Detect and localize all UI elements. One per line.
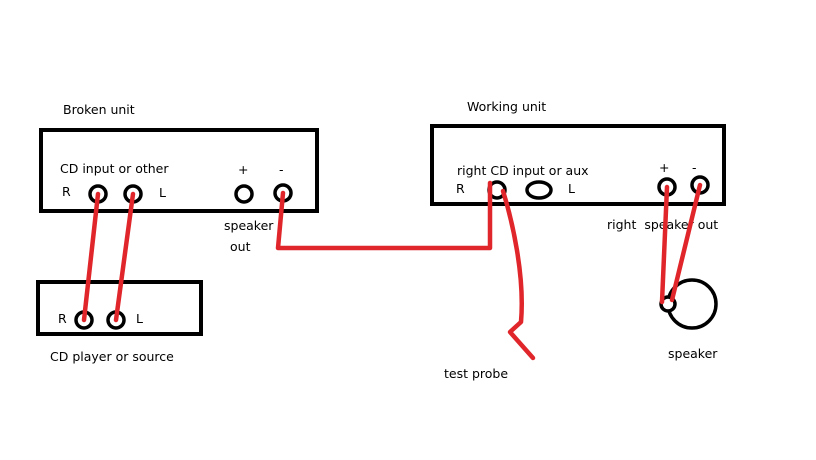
broken-unit-out-label: out bbox=[230, 239, 251, 254]
broken-unit-l-label: L bbox=[159, 185, 166, 200]
working-unit-plus-label: + bbox=[659, 160, 669, 175]
working-unit-speaker-out-label: right speaker out bbox=[607, 217, 718, 232]
wire-speaker-minus bbox=[669, 182, 703, 303]
broken-unit-title: Broken unit bbox=[63, 102, 135, 117]
wire-speaker-plus bbox=[659, 184, 670, 305]
broken-unit-r-label: R bbox=[62, 184, 71, 199]
working-unit-title: Working unit bbox=[467, 99, 546, 114]
broken-unit-minus-label: - bbox=[279, 162, 284, 177]
wire-source-r-to-broken-r bbox=[81, 191, 101, 323]
speaker: speaker bbox=[659, 278, 718, 361]
wire-broken-speaker-to-working-input bbox=[275, 180, 493, 251]
broken-unit: Broken unit CD input or other R L + - sp… bbox=[39, 102, 319, 254]
source-title: CD player or source bbox=[50, 349, 174, 364]
wire-test-probe bbox=[500, 188, 536, 361]
working-unit: Working unit right CD input or aux R L +… bbox=[430, 99, 726, 232]
broken-unit-input-label: CD input or other bbox=[60, 161, 169, 176]
broken-unit-plus-label: + bbox=[238, 162, 248, 177]
working-unit-input-label: right CD input or aux bbox=[457, 163, 589, 178]
working-unit-r-label: R bbox=[456, 181, 465, 196]
source-l-label: L bbox=[136, 311, 143, 326]
test-probe-label: test probe bbox=[444, 366, 508, 381]
broken-unit-plus-jack bbox=[234, 184, 254, 204]
wires bbox=[81, 180, 703, 361]
working-unit-l-jack bbox=[525, 180, 553, 200]
working-unit-l-label: L bbox=[568, 181, 575, 196]
source-r-label: R bbox=[58, 311, 67, 326]
working-unit-box bbox=[430, 124, 726, 206]
wire-source-l-to-broken-l bbox=[113, 191, 136, 323]
broken-unit-box bbox=[39, 128, 319, 213]
working-unit-minus-label: - bbox=[692, 160, 697, 175]
speaker-label: speaker bbox=[668, 346, 718, 361]
broken-unit-speaker-label: speaker bbox=[224, 218, 274, 233]
